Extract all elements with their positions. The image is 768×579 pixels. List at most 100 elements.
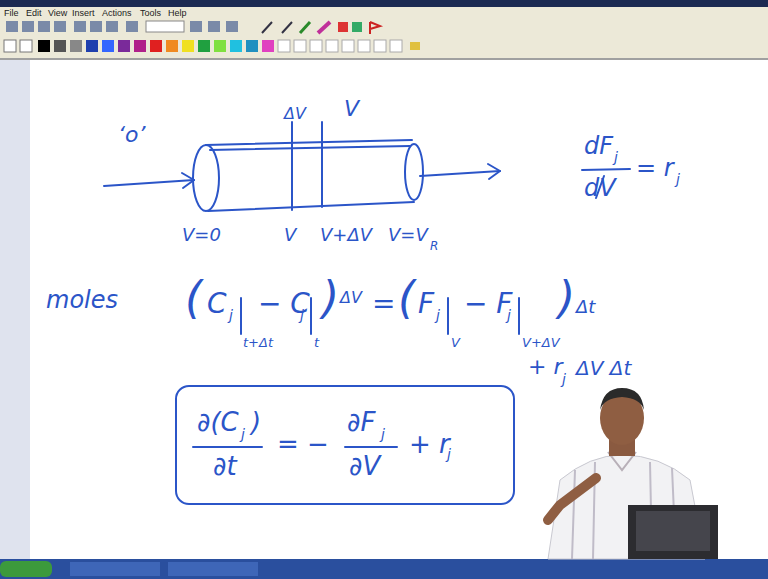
subscript-text: j — [241, 427, 245, 441]
menu-item: Actions — [102, 9, 132, 18]
bracket-text: ) — [558, 276, 575, 320]
equation-text: = r — [636, 156, 674, 180]
menu-item: View — [48, 9, 67, 18]
subscript-text: j — [447, 447, 451, 461]
window-chrome-part-part — [262, 40, 274, 52]
window-chrome-part — [6, 21, 238, 32]
lecturer-figure — [548, 388, 718, 559]
equation-text: ) — [251, 409, 261, 435]
window-chrome-part-part — [118, 40, 130, 52]
window-chrome-part-part — [102, 40, 114, 52]
subscript-text: j — [300, 308, 304, 322]
tubular-reactor-sketch-part — [206, 140, 412, 150]
equation-text: + r — [528, 356, 562, 378]
equation-text: ∂(C — [197, 409, 239, 435]
subscript-text: j — [676, 172, 680, 186]
tubular-reactor-sketch-part — [193, 145, 219, 211]
window-chrome-part-part — [358, 40, 370, 52]
equation-text: ∂t — [213, 453, 237, 479]
window-chrome-part-part — [150, 40, 162, 52]
window-chrome-part-part — [38, 21, 50, 32]
subscript-text: j — [436, 308, 440, 322]
evaluation-bars — [193, 298, 519, 447]
window-chrome-part — [168, 562, 258, 576]
tubular-reactor-sketch-part — [582, 169, 630, 170]
subscript-text: R — [430, 240, 438, 252]
window-chrome-part-part — [106, 21, 118, 32]
bracket-text: ( — [185, 276, 202, 320]
bracket-text: ( — [398, 276, 415, 320]
window-chrome-part-part — [74, 21, 86, 32]
tubular-reactor-sketch — [104, 122, 630, 211]
window-chrome-part-part — [310, 40, 322, 52]
window-chrome-part — [338, 22, 348, 32]
subscript-text: j — [381, 427, 385, 441]
boxed-equation: ∂(Cj)∂t= −∂Fj∂V+ rj — [175, 385, 515, 505]
window-chrome-part-part — [246, 40, 258, 52]
window-chrome-part — [4, 40, 420, 52]
window-chrome-part — [0, 561, 52, 577]
window-chrome-part-part — [208, 21, 220, 32]
window-chrome-part-part — [294, 40, 306, 52]
equation-text: ∂V — [349, 453, 380, 479]
window-chrome-part-part — [54, 40, 66, 52]
tubular-reactor-sketch-part — [420, 171, 500, 176]
window-chrome-part-part — [70, 40, 82, 52]
equation-text: dF — [584, 134, 613, 158]
window-chrome-part-part — [54, 21, 66, 32]
window-chrome-part — [300, 22, 310, 33]
subscript-text: j — [614, 150, 618, 164]
window-chrome-part-part — [198, 40, 210, 52]
subscript-text: j — [229, 308, 233, 322]
equation-text: moles — [46, 288, 118, 312]
window-chrome-part-part — [4, 40, 16, 52]
window-chrome-part — [262, 22, 292, 33]
window-chrome-part-part — [182, 40, 194, 52]
tubular-reactor-sketch-part — [104, 180, 194, 186]
lecturer-figure-part — [548, 478, 596, 520]
equation-text: V+ΔV — [320, 226, 372, 244]
window-chrome-part-part — [374, 40, 386, 52]
window-chrome-part-part — [38, 40, 50, 52]
menu-item: Tools — [140, 9, 161, 18]
window-chrome-part-part — [390, 40, 402, 52]
tubular-reactor-sketch-part — [488, 164, 500, 179]
window-chrome-part-part — [134, 40, 146, 52]
equation-text: ΔV — [284, 106, 306, 122]
window-chrome-part — [0, 559, 768, 579]
subscript-text: t — [314, 336, 319, 349]
equation-text: − F — [464, 290, 512, 318]
window-chrome-part-part — [126, 21, 138, 32]
window-chrome-part-part — [278, 40, 290, 52]
window-chrome-part — [0, 60, 30, 560]
window-chrome-part — [0, 7, 768, 59]
tubular-reactor-sketch-part — [208, 202, 414, 211]
window-chrome-part — [318, 22, 330, 33]
window-chrome-part — [70, 562, 160, 576]
menu-item: Insert — [72, 9, 95, 18]
window-chrome-part-part — [166, 40, 178, 52]
window-chrome-part — [146, 21, 184, 32]
window-chrome-part — [0, 58, 768, 60]
lecturer-figure-part — [628, 505, 718, 559]
equation-text: dV — [584, 176, 616, 200]
window-chrome-part-part — [326, 40, 338, 52]
equation-text: ΔV — [340, 290, 362, 306]
equation-text: = − — [277, 431, 329, 457]
window-chrome-part-part — [214, 40, 226, 52]
window-chrome-part-part — [230, 40, 242, 52]
equation-text: Δt — [576, 298, 595, 316]
window-chrome-part — [352, 22, 362, 32]
subscript-text: j — [562, 372, 566, 386]
window-chrome-part — [370, 22, 380, 34]
tubular-reactor-sketch-part — [405, 144, 423, 200]
equation-text: V — [451, 336, 460, 349]
window-chrome-part-part — [226, 21, 238, 32]
window-chrome-part-part — [22, 21, 34, 32]
menu-item: Edit — [26, 9, 42, 18]
window-chrome-part-part — [90, 21, 102, 32]
equation-text: + r — [409, 431, 450, 457]
equation-text: t+Δt — [243, 336, 273, 349]
tubular-reactor-sketch-part — [292, 122, 322, 210]
